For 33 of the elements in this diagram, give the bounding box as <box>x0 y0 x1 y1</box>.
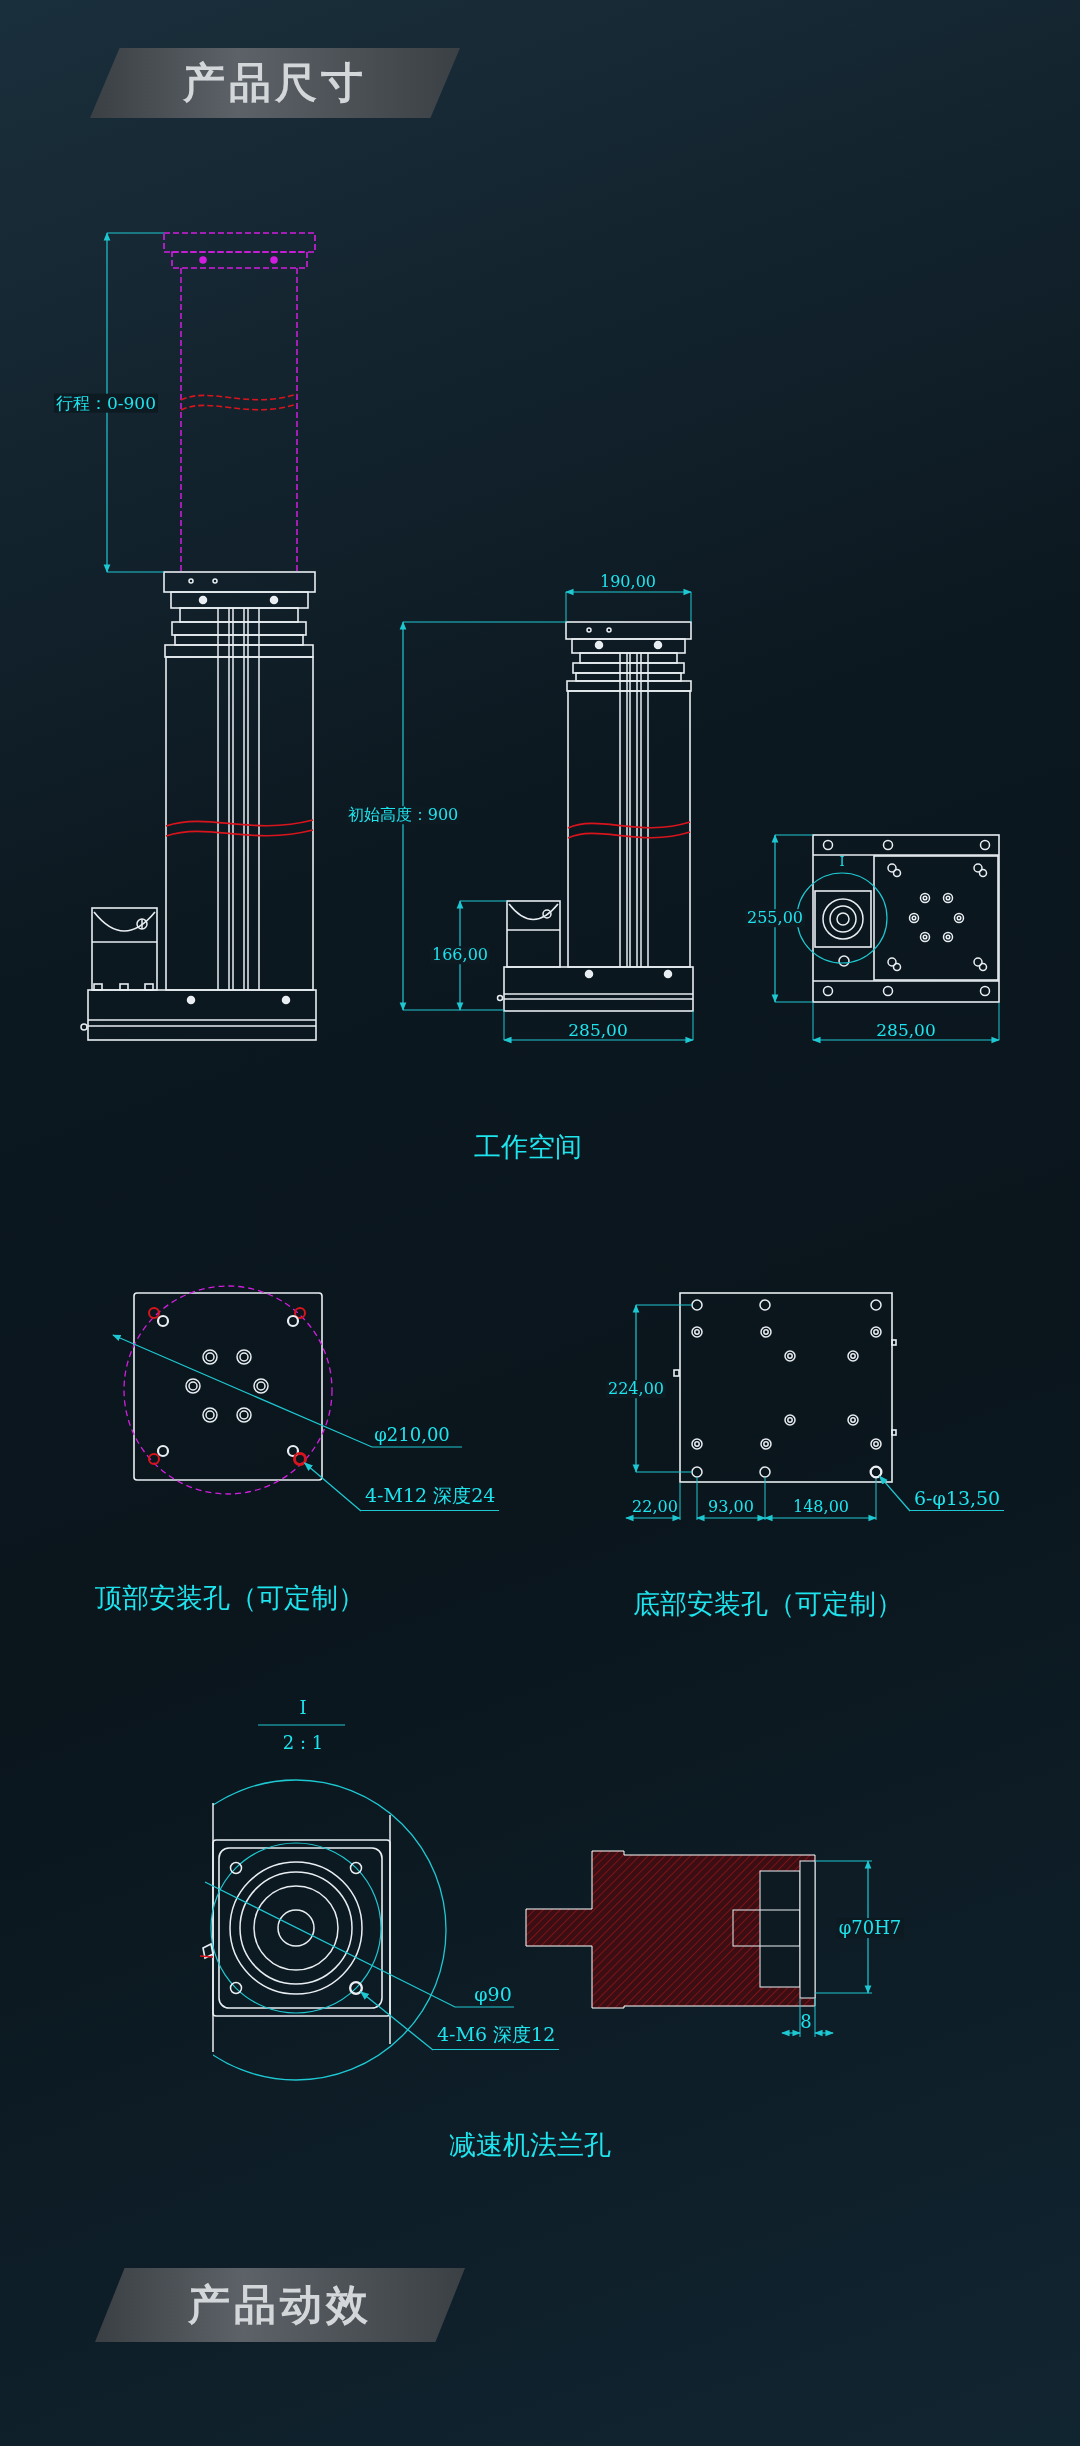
leader-line <box>303 1462 362 1512</box>
dimension-text: 8 <box>800 2012 812 2032</box>
dimension-text: 224,00 <box>606 1380 666 1398</box>
mounting-hole <box>349 1981 363 1995</box>
dimension-text: φ70H7 <box>836 1918 904 1938</box>
dimension-text: I <box>839 854 845 870</box>
leader-line <box>878 1475 911 1512</box>
leader-line <box>359 1991 434 2051</box>
mounting-hole <box>293 1452 307 1466</box>
dimension-text: φ90 <box>474 1983 512 2005</box>
callout-text: 6-φ13,50 <box>910 1487 1005 1511</box>
dimension-text: 93,00 <box>708 1498 754 1516</box>
dimension-text: 22,00 <box>632 1498 678 1516</box>
dimension-text: 初始高度：900 <box>345 806 461 824</box>
dimension-text: 255,00 <box>745 909 805 927</box>
dimension-text: 2 : 1 <box>282 1733 324 1753</box>
callout-text: 4-M6 深度12 <box>433 2022 560 2050</box>
dimension-text: 166,00 <box>430 946 490 964</box>
figure-caption: 减速机法兰孔 <box>449 2130 611 2160</box>
dimension-text: φ210,00 <box>374 1425 450 1445</box>
dimension-text: 190,00 <box>600 573 656 591</box>
figure-caption: 底部安装孔（可定制） <box>633 1589 903 1619</box>
figure-caption: 工作空间 <box>474 1132 582 1162</box>
dimension-text: 行程：0-900 <box>54 393 158 413</box>
dimension-text: 285,00 <box>568 1020 628 1040</box>
figure-caption: 顶部安装孔（可定制） <box>95 1583 365 1613</box>
section-heading: 产品动效 <box>188 2279 372 2331</box>
dimension-text: 148,00 <box>793 1498 849 1516</box>
section-heading: 产品尺寸 <box>183 57 367 109</box>
callout-text: 4-M12 深度24 <box>361 1483 500 1511</box>
mounting-hole <box>869 1465 883 1479</box>
dimension-text: I <box>299 1698 307 1718</box>
dimension-text: 285,00 <box>876 1020 936 1040</box>
